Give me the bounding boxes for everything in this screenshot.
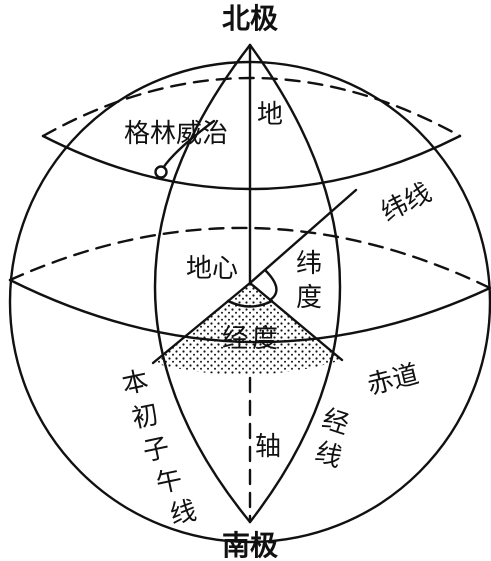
- prime-meridian: [153, 43, 252, 524]
- equator-back: [8, 226, 491, 290]
- equator-label: 赤道: [364, 359, 422, 401]
- longitude-sector-stipple: [153, 283, 342, 375]
- latitude-angle-label: 纬度: [296, 249, 322, 313]
- longitude-angle-label: 经度: [222, 324, 278, 354]
- latitude-line-back: [41, 76, 462, 138]
- latitude-angle-arc: [263, 268, 278, 302]
- prime-meridian-label-char: 午: [153, 465, 185, 500]
- radius-meridian: [248, 281, 344, 362]
- greenwich-marker: [154, 165, 168, 179]
- meridian-label-char: 经: [318, 404, 352, 441]
- prime-meridian-label-char: 线: [167, 496, 199, 531]
- meridian-label: 经线: [311, 404, 352, 474]
- earth-center-label: 地心: [186, 254, 238, 284]
- meridian-label-char: 线: [311, 437, 345, 474]
- prime-meridian-label-char: 本: [119, 366, 151, 401]
- radius-prime: [151, 281, 252, 365]
- earth-axis-label-top: 地: [257, 100, 283, 130]
- north-pole-label: 北极: [222, 2, 278, 35]
- greenwich-leader: [161, 119, 216, 170]
- meridian-line: [248, 43, 342, 524]
- south-pole-label: 南极: [222, 529, 278, 561]
- earth-axis-label-bottom: 轴: [255, 432, 281, 462]
- radius-latitude: [248, 188, 358, 285]
- prime-meridian-label-char: 初: [129, 400, 161, 435]
- greenwich-label: 格林威治: [124, 119, 228, 149]
- longitude-angle-arc: [226, 299, 274, 308]
- prime-meridian-label-char: 子: [140, 433, 172, 468]
- longitude-angle-label-char: 经: [222, 324, 248, 354]
- equator-front: [8, 278, 491, 344]
- longitude-angle-label-char: 度: [252, 324, 278, 354]
- latitude-angle-label-char: 度: [296, 283, 322, 313]
- latitude-line-label: 纬线: [376, 178, 436, 228]
- latitude-line-front: [41, 134, 462, 191]
- latitude-angle-label-char: 纬: [296, 249, 322, 279]
